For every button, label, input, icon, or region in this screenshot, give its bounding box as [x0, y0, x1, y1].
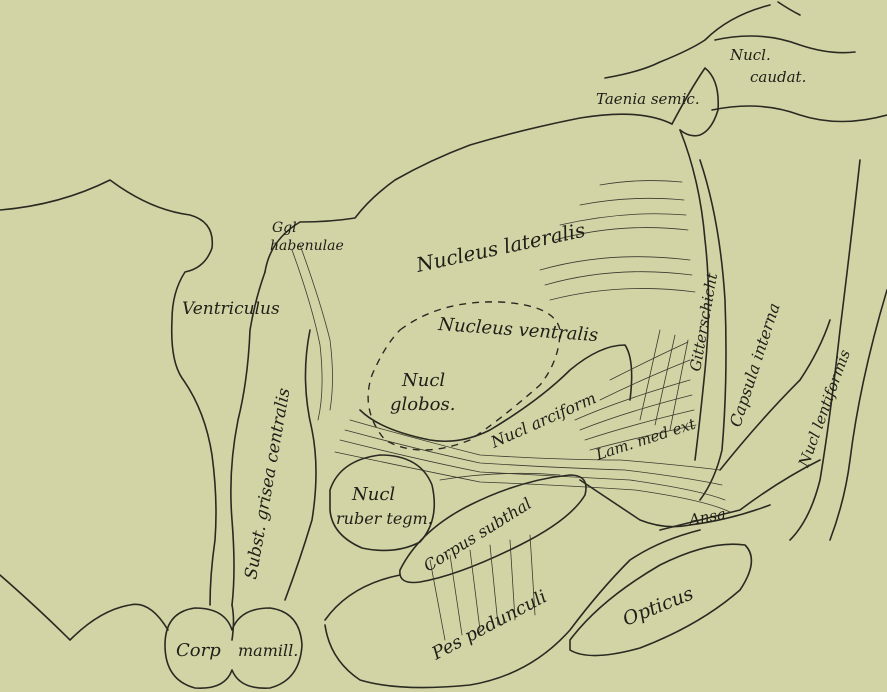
label-mamill: mamill. — [238, 641, 298, 660]
label-nucleus-ventralis: Nucleus ventralis — [437, 314, 599, 346]
label-corpus-subthal: Corpus subthal — [420, 494, 535, 576]
label-ggl-habenulae-2: habenulae — [270, 238, 344, 254]
ventricle-outline — [0, 114, 672, 640]
label-corp: Corp — [176, 640, 221, 661]
label-pes-pedunculi: Pes pedunculi — [428, 586, 551, 665]
label-nucl-ruber-1: Nucl — [351, 484, 395, 505]
label-taenia-semic: Taenia semic. — [596, 90, 700, 108]
label-subst-grisea-centralis: Subst. grisea centralis — [241, 386, 294, 581]
label-nucl-globos-1: Nucl — [401, 370, 445, 391]
label-nucl-ruber-2: ruber tegm. — [336, 509, 433, 528]
label-ansa: Ansa — [686, 505, 728, 530]
label-gitterschicht: Gitterschicht — [686, 271, 721, 373]
thalamus-boundary — [680, 130, 887, 540]
label-nucl-globos-2: globos. — [390, 394, 455, 415]
label-nucl-arciform: Nucl arciform — [487, 388, 599, 452]
label-opticus: Opticus — [620, 582, 697, 630]
label-ventriculus: Ventriculus — [182, 299, 280, 319]
label-nucleus-lateralis: Nucleus lateralis — [413, 218, 587, 277]
fiber-lines-lateralis — [292, 181, 695, 420]
label-ggl-habenulae-1: Ggl — [272, 220, 297, 236]
label-nucl-caudat-2: caudat. — [750, 68, 806, 86]
label-capsula-interna: Capsula interna — [726, 301, 784, 430]
labels: Taenia semic. Nucl. caudat. Nucleus late… — [176, 46, 854, 665]
label-nucl-caudat-1: Nucl. — [729, 46, 771, 64]
